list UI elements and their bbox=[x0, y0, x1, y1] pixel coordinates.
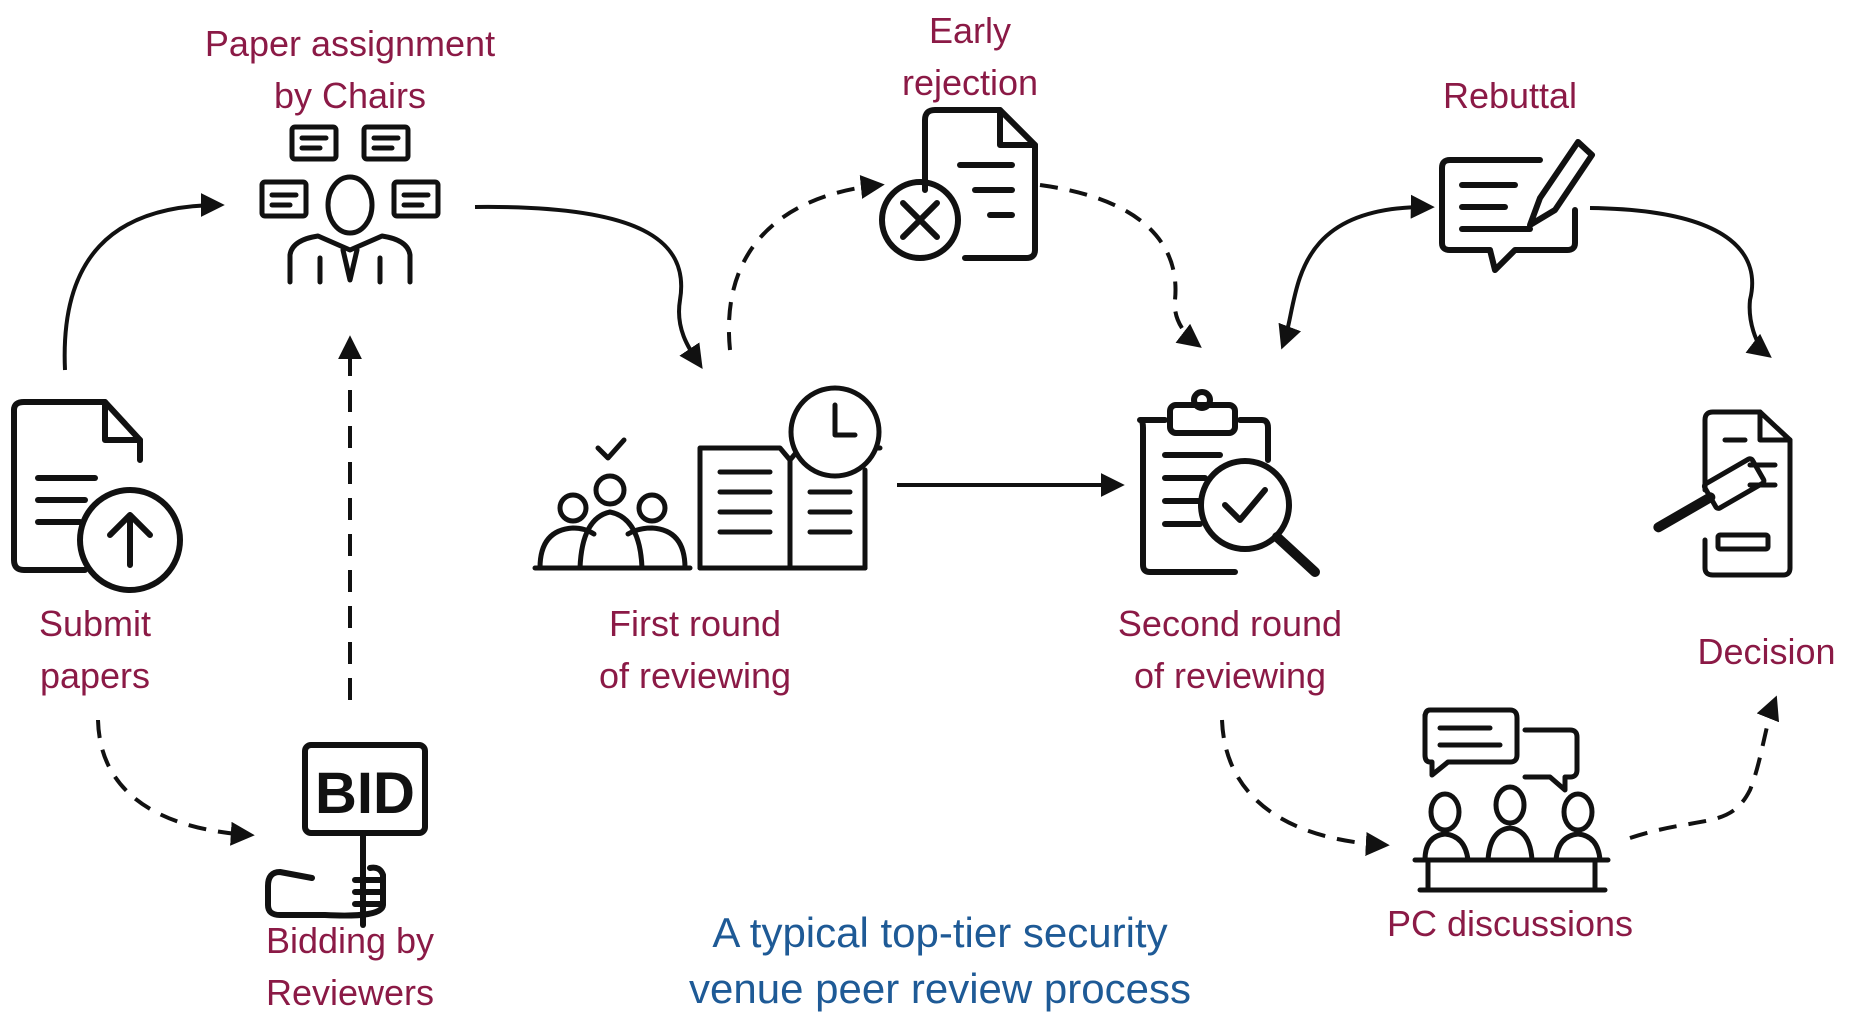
label-pc-discussions: PC discussions bbox=[1386, 903, 1634, 944]
document-reject-icon bbox=[879, 107, 1038, 261]
arrow-submit-to-assignment bbox=[62, 193, 225, 371]
bid-sign-icon bbox=[265, 742, 428, 928]
gavel-decision-icon bbox=[1653, 409, 1793, 578]
arrow-rebuttal-to-decision bbox=[1589, 206, 1772, 358]
arrow-first-round-to-early-rejection bbox=[726, 174, 885, 351]
arrow-submit-to-bidding bbox=[96, 719, 255, 846]
chairs-assignment-icon bbox=[259, 124, 441, 285]
arrow-early-rejection-to-second-round bbox=[1039, 183, 1202, 348]
reviewers-book-clock-icon bbox=[532, 385, 883, 571]
arrow-second-round-to-pc bbox=[1220, 719, 1390, 856]
arrow-assignment-to-first-round bbox=[474, 204, 703, 369]
bid-sign-text: BID bbox=[315, 761, 415, 826]
clipboard-check-icon bbox=[1137, 389, 1320, 577]
arrow-pc-to-decision bbox=[1629, 695, 1780, 840]
label-rebuttal: Rebuttal bbox=[1442, 75, 1578, 116]
rebuttal-chat-icon bbox=[1439, 139, 1595, 273]
document-upload-icon bbox=[11, 399, 183, 593]
arrow-second-round-to-rebuttal bbox=[1278, 194, 1435, 350]
label-decision: Decision bbox=[1697, 631, 1836, 672]
pc-discussion-icon bbox=[1412, 707, 1611, 893]
